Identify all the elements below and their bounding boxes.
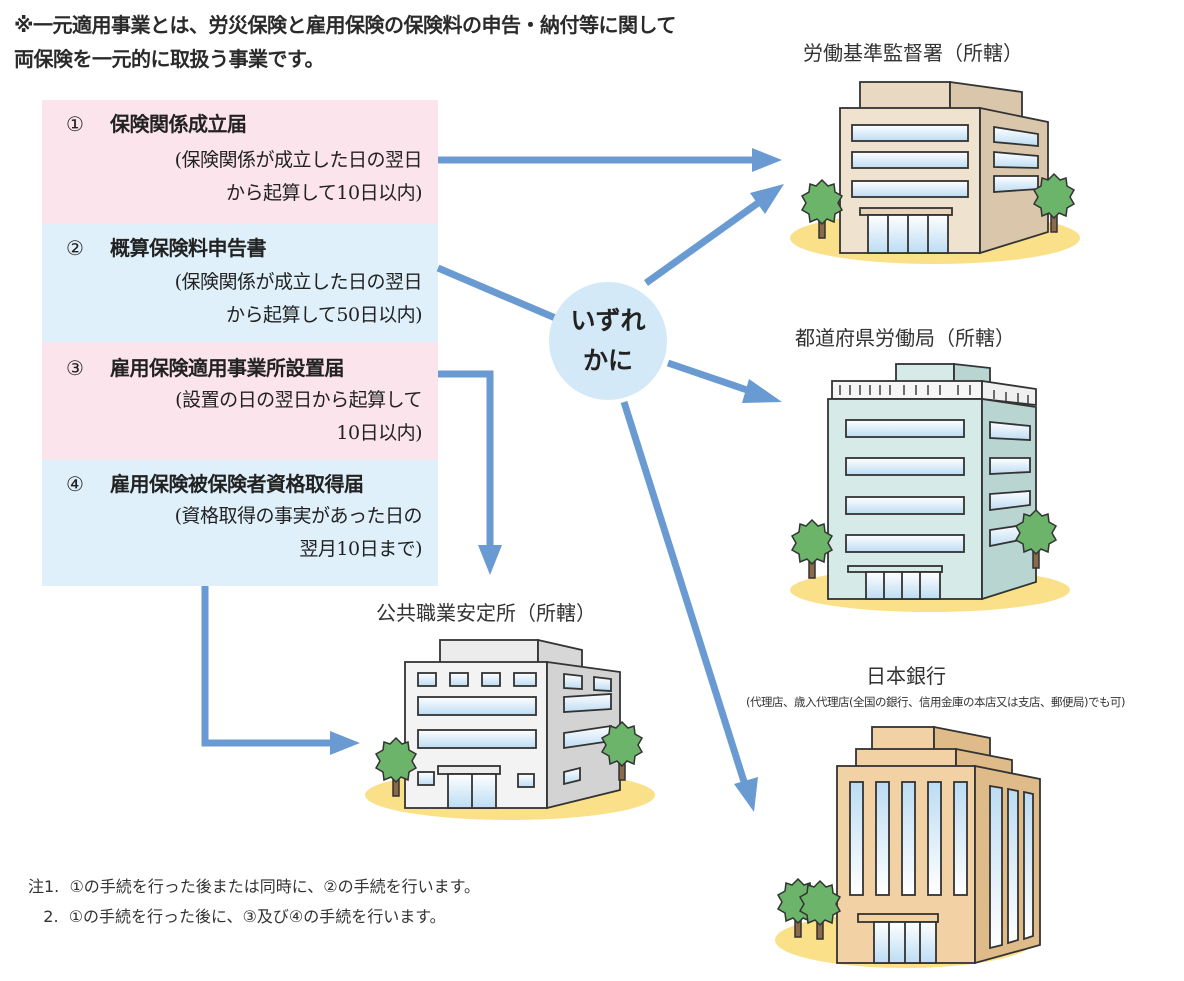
footnote-2: 2. ①の手続を行った後に、③及び④の手続を行います。 — [28, 907, 446, 926]
arrow-bubble-to-prefectural — [666, 359, 752, 395]
arrowhead — [742, 379, 782, 403]
intro-line-1: ※一元適用事業とは、労災保険と雇用保険の保険料の申告・納付等に関して — [14, 13, 676, 37]
bubble-line-1: いずれ — [570, 306, 646, 335]
form-deadline: (保険関係が成立した日の翌日 から起算して10日以内) — [174, 149, 423, 204]
form-deadline: (設置の日の翌日から起算して 10日以内) — [175, 389, 422, 444]
intro-line-2: 両保険を一元的に取扱う事業です。 — [14, 47, 324, 71]
form-number: ③ — [66, 356, 84, 380]
label-labor-standards-office: 労働基準監督署（所轄） — [803, 41, 1023, 65]
form-item-1: ① 保険関係成立届 (保険関係が成立した日の翌日 から起算して10日以内) — [42, 100, 438, 224]
label-bank-of-japan-agents: (代理店、歳入代理店(全国の銀行、信用金庫の本店又は支店、郵便局)でも可) — [746, 695, 1125, 709]
arrow-form3-to-hello-work — [438, 370, 494, 545]
arrows — [201, 156, 761, 790]
form-number: ① — [66, 112, 84, 136]
form-item-4: ④ 雇用保険被保険者資格取得届 (資格取得の事実があった日の 翌月10日まで) — [42, 460, 438, 586]
arrowhead — [478, 545, 502, 575]
arrowhead — [734, 777, 758, 812]
form-title: 雇用保険適用事業所設置届 — [110, 356, 345, 380]
form-title: 雇用保険被保険者資格取得届 — [110, 472, 364, 496]
labor-standards-building — [790, 80, 1080, 264]
arrow-form4-to-hello-work — [201, 586, 332, 747]
form-title: 保険関係成立届 — [110, 112, 247, 136]
label-public-employment-office: 公共職業安定所（所轄） — [376, 601, 596, 625]
label-bank-of-japan: 日本銀行 — [866, 664, 946, 688]
form-title: 概算保険料申告書 — [110, 236, 267, 260]
intro-text: ※一元適用事業とは、労災保険と雇用保険の保険料の申告・納付等に関して 両保険を一… — [14, 8, 676, 76]
tree-icon — [791, 519, 833, 579]
hello-work-building — [365, 638, 655, 820]
arrowhead — [752, 148, 782, 172]
form-item-2: ② 概算保険料申告書 (保険関係が成立した日の翌日 から起算して50日以内) — [42, 224, 438, 342]
footnotes: 注1. ①の手続を行った後または同時に、②の手続を行います。 2. ①の手続を行… — [28, 872, 480, 932]
form-number: ④ — [66, 472, 84, 496]
arrowhead — [330, 731, 360, 755]
footnote-1: 注1. ①の手続を行った後または同時に、②の手続を行います。 — [28, 877, 481, 896]
arrowheads — [330, 148, 784, 812]
boj-building — [775, 725, 1041, 968]
arrow-form2-to-bubble — [436, 264, 562, 324]
form-item-3: ③ 雇用保険適用事業所設置届 (設置の日の翌日から起算して 10日以内) — [42, 342, 438, 460]
arrow-bubble-to-labor-standards — [643, 200, 761, 286]
form-deadline: (資格取得の事実があった日の 翌月10日まで) — [174, 505, 423, 560]
prefectural-labor-building — [790, 362, 1070, 612]
form-number: ② — [66, 236, 84, 260]
bubble-line-2: かに — [582, 346, 633, 375]
form-deadline: (保険関係が成立した日の翌日 から起算して50日以内) — [174, 271, 423, 326]
arrowhead — [750, 184, 784, 214]
either-bubble: いずれ かに — [549, 282, 667, 400]
arrow-bubble-to-boj — [620, 400, 750, 790]
label-prefectural-labor-bureau: 都道府県労働局（所轄） — [795, 326, 1015, 350]
